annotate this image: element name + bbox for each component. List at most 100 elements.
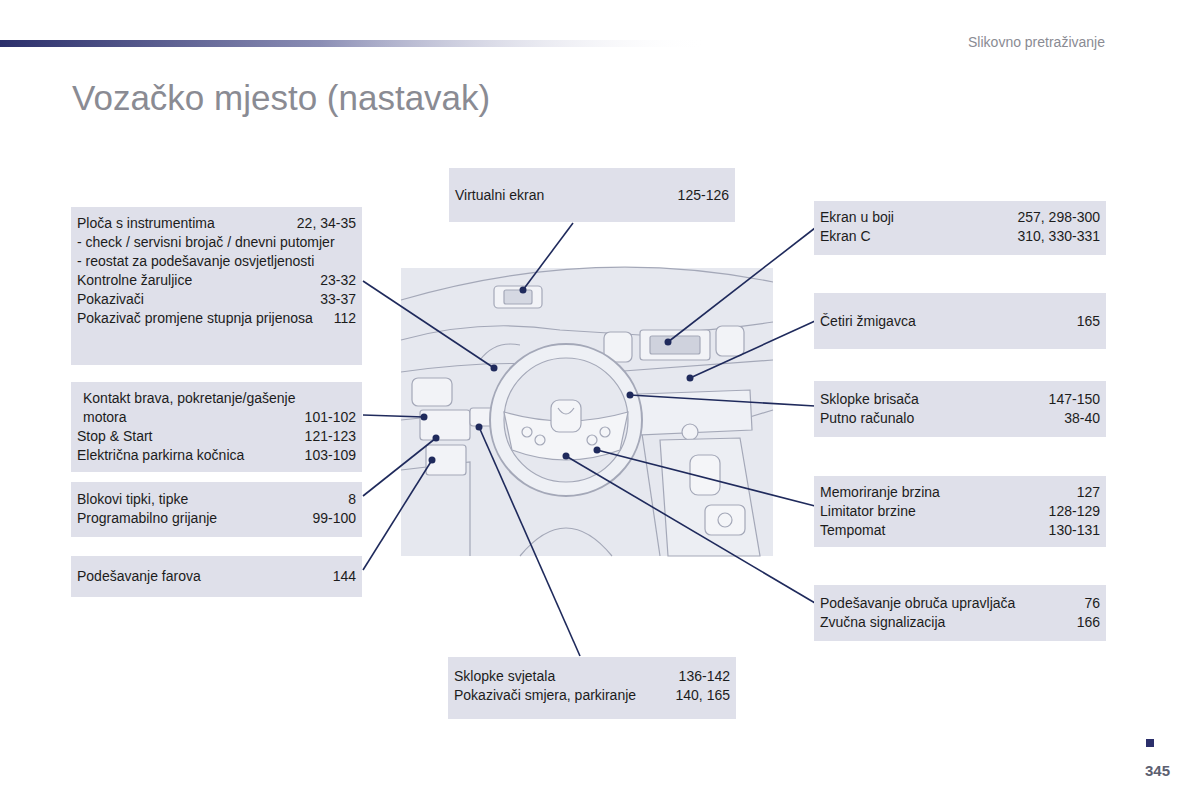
leader-line <box>363 438 436 496</box>
entry-row: Četiri žmigavca165 <box>820 312 1100 331</box>
entry-label: Putno računalo <box>820 409 1064 428</box>
page-reference: 22, 34-35 <box>297 214 356 233</box>
leader-dot <box>421 414 428 421</box>
page-reference: 33-37 <box>320 290 356 309</box>
callout-box: Sklopke svjetala136-142Pokazivači smjera… <box>448 657 736 719</box>
entry-row: Stop & Start121-123 <box>77 427 356 446</box>
entry-label: Kontakt brava, pokretanje/gašenje motora <box>77 389 305 427</box>
leader-line <box>566 456 815 603</box>
callout-box: Virtualni ekran125-126 <box>449 168 735 222</box>
entry-label: Kontrolne žaruljice <box>77 271 320 290</box>
callout-box: Kontakt brava, pokretanje/gašenje motora… <box>71 382 362 472</box>
entry-label: Podešavanje obruča upravljača <box>820 594 1084 613</box>
entry-row: Memoriranje brzina127 <box>820 483 1100 502</box>
entry-label: Podešavanje farova <box>77 567 333 586</box>
leader-line <box>523 223 573 290</box>
entry-row: Limitator brzine128-129 <box>820 502 1100 521</box>
entry-label: Memoriranje brzina <box>820 483 1077 502</box>
callout-box: Podešavanje farova144 <box>71 556 362 597</box>
page-reference: 101-102 <box>305 408 356 427</box>
leader-dot <box>433 435 440 442</box>
page-reference: 140, 165 <box>676 686 731 705</box>
entry-row: Kontrolne žaruljice23-32 <box>77 271 356 290</box>
entry-row: Podešavanje farova144 <box>77 567 356 586</box>
entry-row: Pokazivači33-37 <box>77 290 356 309</box>
page-reference: 166 <box>1077 613 1100 632</box>
leader-line <box>690 321 815 378</box>
leader-dot <box>520 287 527 294</box>
callout-box: Memoriranje brzina127Limitator brzine128… <box>814 476 1106 547</box>
entry-row: Blokovi tipki, tipke8 <box>77 490 356 509</box>
page-reference: 310, 330-331 <box>1017 227 1100 246</box>
page-reference: 128-129 <box>1049 502 1100 521</box>
page-title: Vozačko mjesto (nastavak) <box>72 78 490 118</box>
page-number: 345 <box>1110 762 1170 779</box>
leader-dot <box>594 447 601 454</box>
entry-row: Pokazivač promjene stupnja prijenosa112 <box>77 309 356 328</box>
entry-label: Ekran C <box>820 227 1017 246</box>
entry-label: Ekran u boji <box>820 208 1017 227</box>
entry-label: Četiri žmigavca <box>820 312 1077 331</box>
entry-row: Programabilno grijanje99-100 <box>77 509 356 528</box>
callout-box: Podešavanje obruča upravljača76Zvučna si… <box>814 585 1106 641</box>
page-reference: 23-32 <box>320 271 356 290</box>
entry-row: Ekran C310, 330-331 <box>820 227 1100 246</box>
page-reference: 147-150 <box>1049 390 1100 409</box>
section-header: Slikovno pretraživanje <box>900 34 1105 50</box>
leader-line <box>597 450 815 506</box>
entry-label: Blokovi tipki, tipke <box>77 490 348 509</box>
page-reference: 76 <box>1084 594 1100 613</box>
entry-row: Pokazivači smjera, parkiranje140, 165 <box>454 686 730 705</box>
page-marker <box>1146 739 1154 747</box>
leader-dot <box>665 339 672 346</box>
leader-line <box>479 427 580 656</box>
entry-label: Pokazivač promjene stupnja prijenosa <box>77 309 334 328</box>
entry-label: Sklopke brisača <box>820 390 1049 409</box>
entry-row: Virtualni ekran125-126 <box>455 186 729 205</box>
entry-row: - reostat za podešavanje osvjetljenosti <box>77 252 356 271</box>
entry-label: - reostat za podešavanje osvjetljenosti <box>77 252 356 271</box>
entry-label: Ploča s instrumentima <box>77 214 297 233</box>
dashboard-drawing <box>401 267 773 556</box>
leader-dot <box>476 424 483 431</box>
entry-row: Tempomat130-131 <box>820 521 1100 540</box>
callout-box: Četiri žmigavca165 <box>814 293 1106 349</box>
leader-line <box>363 460 432 570</box>
entry-label: Programabilno grijanje <box>77 509 312 528</box>
leader-dot <box>491 365 498 372</box>
entry-label: Stop & Start <box>77 427 305 446</box>
entry-row: Zvučna signalizacija166 <box>820 613 1100 632</box>
page-reference: 257, 298-300 <box>1017 208 1100 227</box>
leader-line <box>630 395 815 406</box>
entry-label: Pokazivači <box>77 290 320 309</box>
page-reference: 103-109 <box>305 446 356 465</box>
page-reference: 144 <box>333 567 356 586</box>
entry-label: Zvučna signalizacija <box>820 613 1077 632</box>
entry-label: Virtualni ekran <box>455 186 678 205</box>
callout-box: Sklopke brisača147-150Putno računalo38-4… <box>814 381 1106 437</box>
entry-row: Sklopke svjetala136-142 <box>454 667 730 686</box>
entry-label: Sklopke svjetala <box>454 667 679 686</box>
leader-dot <box>687 375 694 382</box>
callout-box: Blokovi tipki, tipke8Programabilno grija… <box>71 482 362 537</box>
entry-row: Podešavanje obruča upravljača76 <box>820 594 1100 613</box>
leader-line <box>363 281 494 368</box>
header-bar <box>0 40 710 47</box>
entry-label: Električna parkirna kočnica <box>77 446 305 465</box>
leader-dot <box>627 392 634 399</box>
entry-label: Limitator brzine <box>820 502 1049 521</box>
page-reference: 99-100 <box>312 509 356 528</box>
page-reference: 38-40 <box>1064 409 1100 428</box>
page-reference: 121-123 <box>305 427 356 446</box>
entry-row: Kontakt brava, pokretanje/gašenje motora… <box>77 389 356 427</box>
leader-line <box>668 228 815 342</box>
page-reference: 136-142 <box>679 667 730 686</box>
entry-label: Pokazivači smjera, parkiranje <box>454 686 676 705</box>
page-reference: 112 <box>334 309 356 328</box>
leader-dot <box>429 457 436 464</box>
leader-dot <box>563 453 570 460</box>
entry-row: Ekran u boji257, 298-300 <box>820 208 1100 227</box>
page-reference: 125-126 <box>678 186 729 205</box>
entry-row: Ploča s instrumentima22, 34-35 <box>77 214 356 233</box>
entry-row: Putno računalo38-40 <box>820 409 1100 428</box>
